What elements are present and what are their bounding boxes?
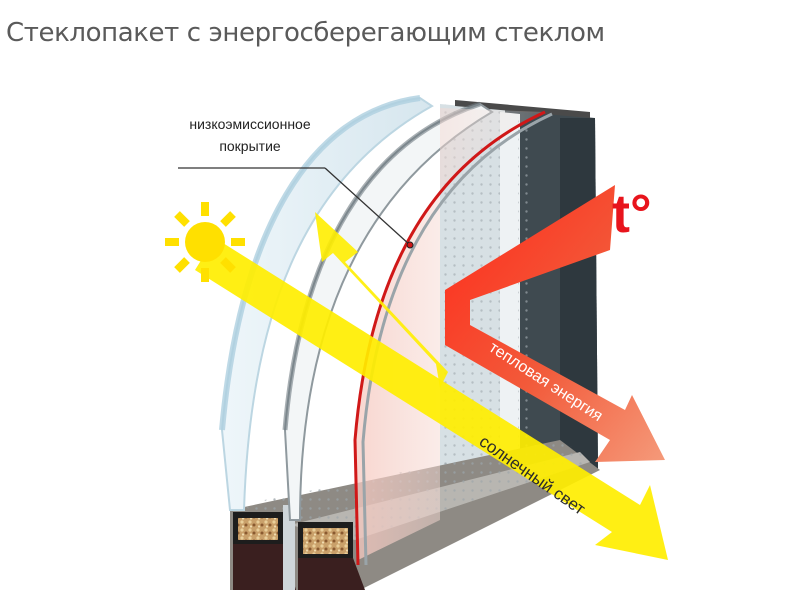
glass-pane-inner xyxy=(353,108,553,566)
coating-label-line2: покрытие xyxy=(219,138,281,154)
temperature-label: t° xyxy=(612,184,652,244)
low-e-coating xyxy=(353,110,546,566)
reflected-sunlight-arrow xyxy=(315,212,448,388)
coating-label-line1: низкоэмиссионное xyxy=(189,116,310,132)
coating-callout: низкоэмиссионное покрытие xyxy=(178,116,414,249)
sun-icon xyxy=(165,202,245,282)
page-title: Стеклопакет с энергосберегающим стеклом xyxy=(6,18,605,48)
heat-energy-arrow xyxy=(445,185,665,462)
sunlight-arrow xyxy=(195,238,668,560)
